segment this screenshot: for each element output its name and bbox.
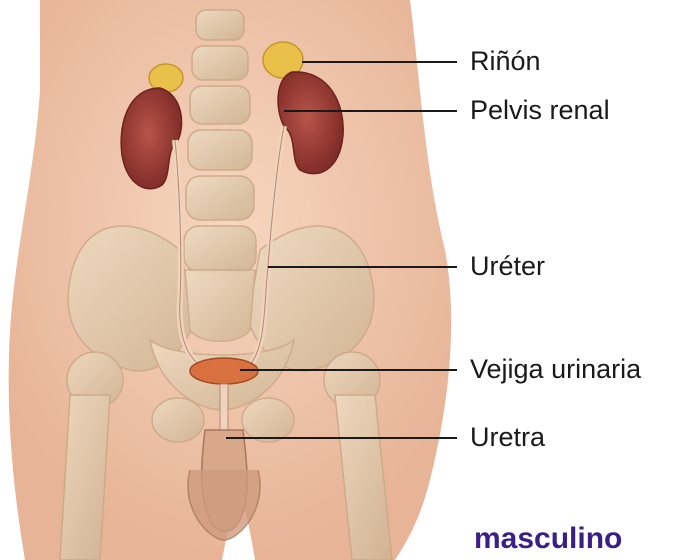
spine xyxy=(184,10,256,272)
label-renal-pelvis: Pelvis renal xyxy=(470,97,610,124)
label-kidney: Riñón xyxy=(470,48,541,75)
caption-masculino: masculino xyxy=(474,524,622,554)
label-ureter: Uréter xyxy=(470,253,545,280)
label-bladder: Vejiga urinaria xyxy=(470,356,641,383)
label-urethra: Uretra xyxy=(470,424,545,451)
